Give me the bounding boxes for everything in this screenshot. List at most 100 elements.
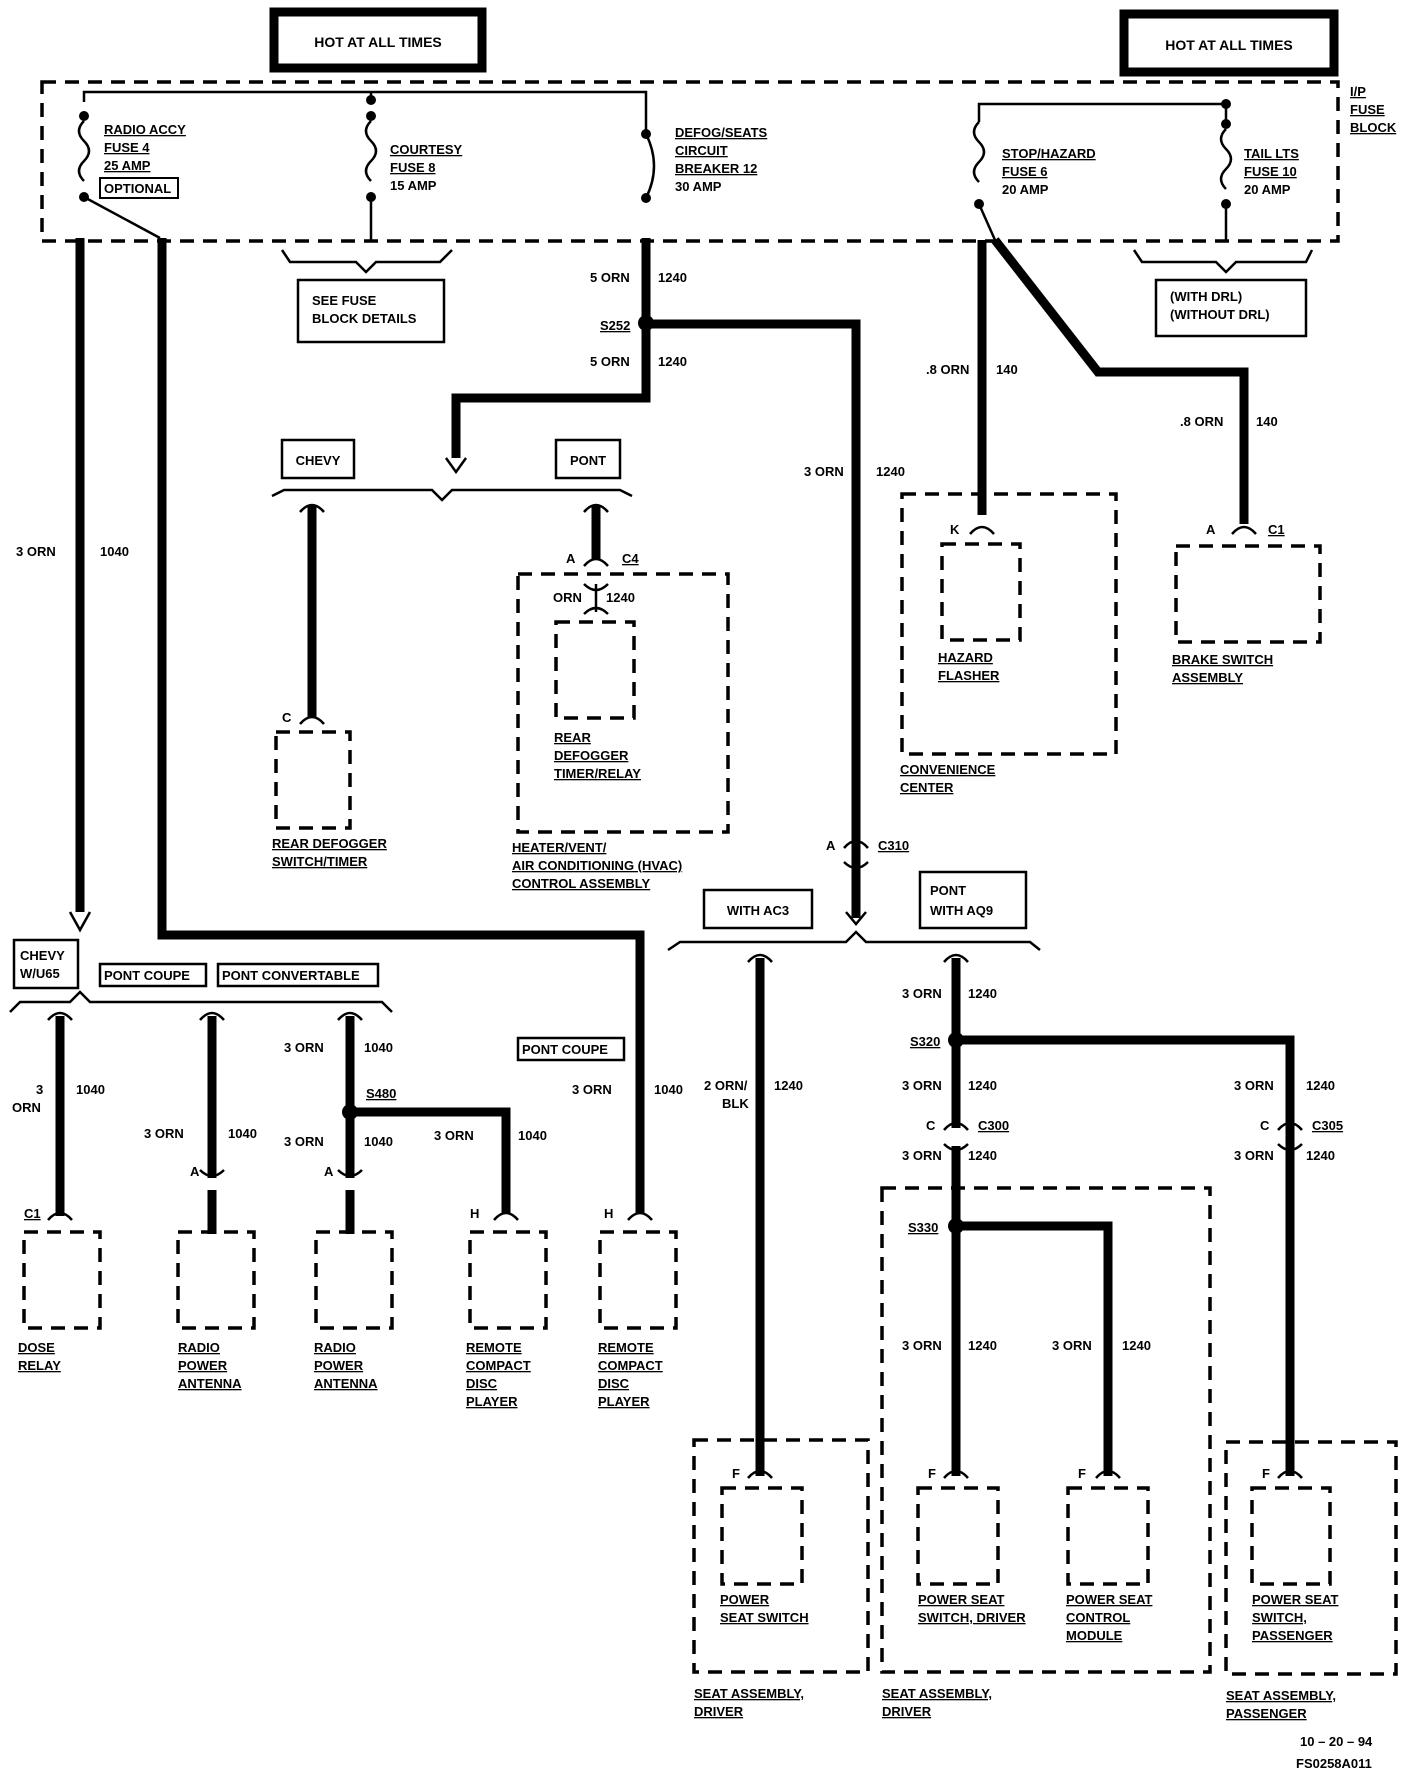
fuse-stop-hazard-name: STOP/HAZARD — [1002, 146, 1096, 161]
hvac-label-1: HEATER/VENT/ — [512, 840, 607, 855]
c4-label: C4 — [622, 551, 639, 566]
dose-connector — [47, 1211, 73, 1221]
label-1240-s4: 1240 — [968, 1338, 997, 1353]
hazard-flasher-box — [940, 542, 1022, 642]
fuse-courtesy-fuse: FUSE 8 — [390, 160, 436, 175]
antenna-a-pin: A — [190, 1164, 200, 1179]
defog-switch-label-2: SWITCH/TIMER — [272, 854, 368, 869]
pssp-pin-f: F — [1262, 1466, 1270, 1481]
pssd-connector — [943, 1469, 969, 1479]
fuse-courtesy-amp: 15 AMP — [390, 178, 437, 193]
pss-label-2: SEAT SWITCH — [720, 1610, 809, 1625]
pss-connector — [747, 1469, 773, 1479]
fuse-stop-hazard: STOP/HAZARD FUSE 6 20 AMP — [972, 121, 1096, 209]
chevy-option-label: CHEVY — [296, 453, 341, 468]
label-3orn-seats: 3 ORN — [804, 464, 844, 479]
sad-label-1a: SEAT ASSEMBLY, — [694, 1686, 804, 1701]
label-140-brake: 140 — [1256, 414, 1278, 429]
cd2-label-3: DISC — [598, 1376, 630, 1391]
splice-s320-dot — [948, 1032, 964, 1048]
fuse-radio-accy-amp: 25 AMP — [104, 158, 151, 173]
label-1240-s1: 1240 — [968, 986, 997, 1001]
pont-coupe-box — [98, 962, 208, 988]
radio-option-bracket — [9, 990, 393, 1013]
label-2ornblk-1: 2 ORN/ — [704, 1078, 748, 1093]
fuse-tail-lts-amp: 20 AMP — [1244, 182, 1291, 197]
antenna1-label-2: POWER — [178, 1358, 228, 1373]
antenna1-label-1: RADIO — [178, 1340, 220, 1355]
hazard-connector — [969, 525, 995, 535]
pssd-label-2: SWITCH, DRIVER — [918, 1610, 1026, 1625]
pssp-label-1: POWER SEAT — [1252, 1592, 1338, 1607]
pss-pin-f: F — [732, 1466, 740, 1481]
fuse-radio-accy-note: OPTIONAL — [104, 181, 171, 196]
label-3orn-cd: 3 ORN — [434, 1128, 474, 1143]
hvac-label-2: AIR CONDITIONING (HVAC) — [512, 858, 682, 873]
relay-label-2: DEFOGGER — [554, 748, 629, 763]
sap-label-1: SEAT ASSEMBLY, — [1226, 1688, 1336, 1703]
pont-aq9-box — [918, 870, 1028, 930]
see-details-bracket — [280, 249, 453, 274]
power-seat-switch-driver-box — [916, 1486, 1000, 1586]
seat-assembly-driver-ac3-box — [692, 1438, 870, 1674]
fuse-tail-lts: TAIL LTS FUSE 10 20 AMP — [1219, 99, 1299, 241]
cd1-pin-h: H — [470, 1206, 479, 1221]
wire-1040-pont — [157, 238, 645, 1214]
label-1240-s3: 1240 — [968, 1148, 997, 1163]
dose-label-2: RELAY — [18, 1358, 61, 1373]
connector-mark-antenna-a — [199, 1011, 225, 1021]
fuse-block-label-3: BLOCK — [1350, 120, 1397, 135]
hvac-wire-circuit: 1240 — [606, 590, 635, 605]
chevy-option-box — [280, 438, 356, 480]
fuse-bus-left — [82, 90, 648, 130]
pont-aq9-2: WITH AQ9 — [930, 903, 993, 918]
label-08orn-hazard: .8 ORN — [926, 362, 969, 377]
c305-pin-c: C — [1260, 1118, 1270, 1133]
wire-1240-seats — [652, 319, 861, 880]
with-ac3-box — [702, 888, 814, 930]
cd1-label-3: DISC — [466, 1376, 498, 1391]
see-details-2: BLOCK DETAILS — [312, 311, 417, 326]
c310-connector-lower — [843, 861, 869, 870]
label-3orn-s4: 3 ORN — [902, 1338, 942, 1353]
label-3orn-p2: 3 ORN — [1234, 1148, 1274, 1163]
splice-s252-dot — [638, 315, 654, 331]
convenience-label-1: CONVENIENCE — [900, 762, 996, 777]
breaker-defog-name: DEFOG/SEATS — [675, 125, 768, 140]
antenna-b-pin: A — [324, 1164, 334, 1179]
label-3orn-1040: 3 ORN — [16, 544, 56, 559]
fuse-radio-accy: RADIO ACCY FUSE 4 25 AMP OPTIONAL — [77, 111, 186, 202]
remote-cd-player-box-2 — [598, 1230, 678, 1330]
pssp-connector — [1277, 1469, 1303, 1479]
brake-c1: C1 — [1268, 522, 1285, 537]
rear-defogger-relay-box — [554, 620, 636, 720]
dose-label-1: DOSE — [18, 1340, 55, 1355]
label-3orn-ant: 3 ORN — [144, 1126, 184, 1141]
label-1240-a: 1240 — [658, 270, 687, 285]
brake-switch-box — [1174, 544, 1322, 644]
fuse-link-brake — [977, 203, 997, 241]
drl-box — [1154, 278, 1308, 338]
cd1-label-4: PLAYER — [466, 1394, 518, 1409]
hvac-wire-color: ORN — [553, 590, 582, 605]
brake-connector — [1231, 525, 1257, 535]
label-1240-p1: 1240 — [1306, 1078, 1335, 1093]
relay-label-1: REAR — [554, 730, 591, 745]
footer-code: FS0258A011 — [1296, 1756, 1372, 1771]
label-3-dose: 3 — [36, 1082, 43, 1097]
label-1040-r2: 1040 — [364, 1134, 393, 1149]
label-08orn-brake: .8 ORN — [1180, 414, 1223, 429]
label-3orn-cd2: 3 ORN — [572, 1082, 612, 1097]
pont-coupe-label-2: PONT COUPE — [522, 1042, 608, 1057]
label-3orn-s5: 3 ORN — [1052, 1338, 1092, 1353]
connector-mark-antenna-b — [337, 1011, 363, 1021]
cd1-label-2: COMPACT — [466, 1358, 531, 1373]
connector-mark-aq9 — [943, 953, 969, 963]
relay-connector — [583, 606, 609, 615]
pscm-connector — [1095, 1469, 1121, 1479]
pscm-label-3: MODULE — [1066, 1628, 1123, 1643]
dose-relay-box — [22, 1230, 102, 1330]
antenna-a-connector — [199, 1169, 225, 1178]
wire-1240-seat-module — [962, 1221, 1113, 1476]
antenna1-label-3: ANTENNA — [178, 1376, 242, 1391]
